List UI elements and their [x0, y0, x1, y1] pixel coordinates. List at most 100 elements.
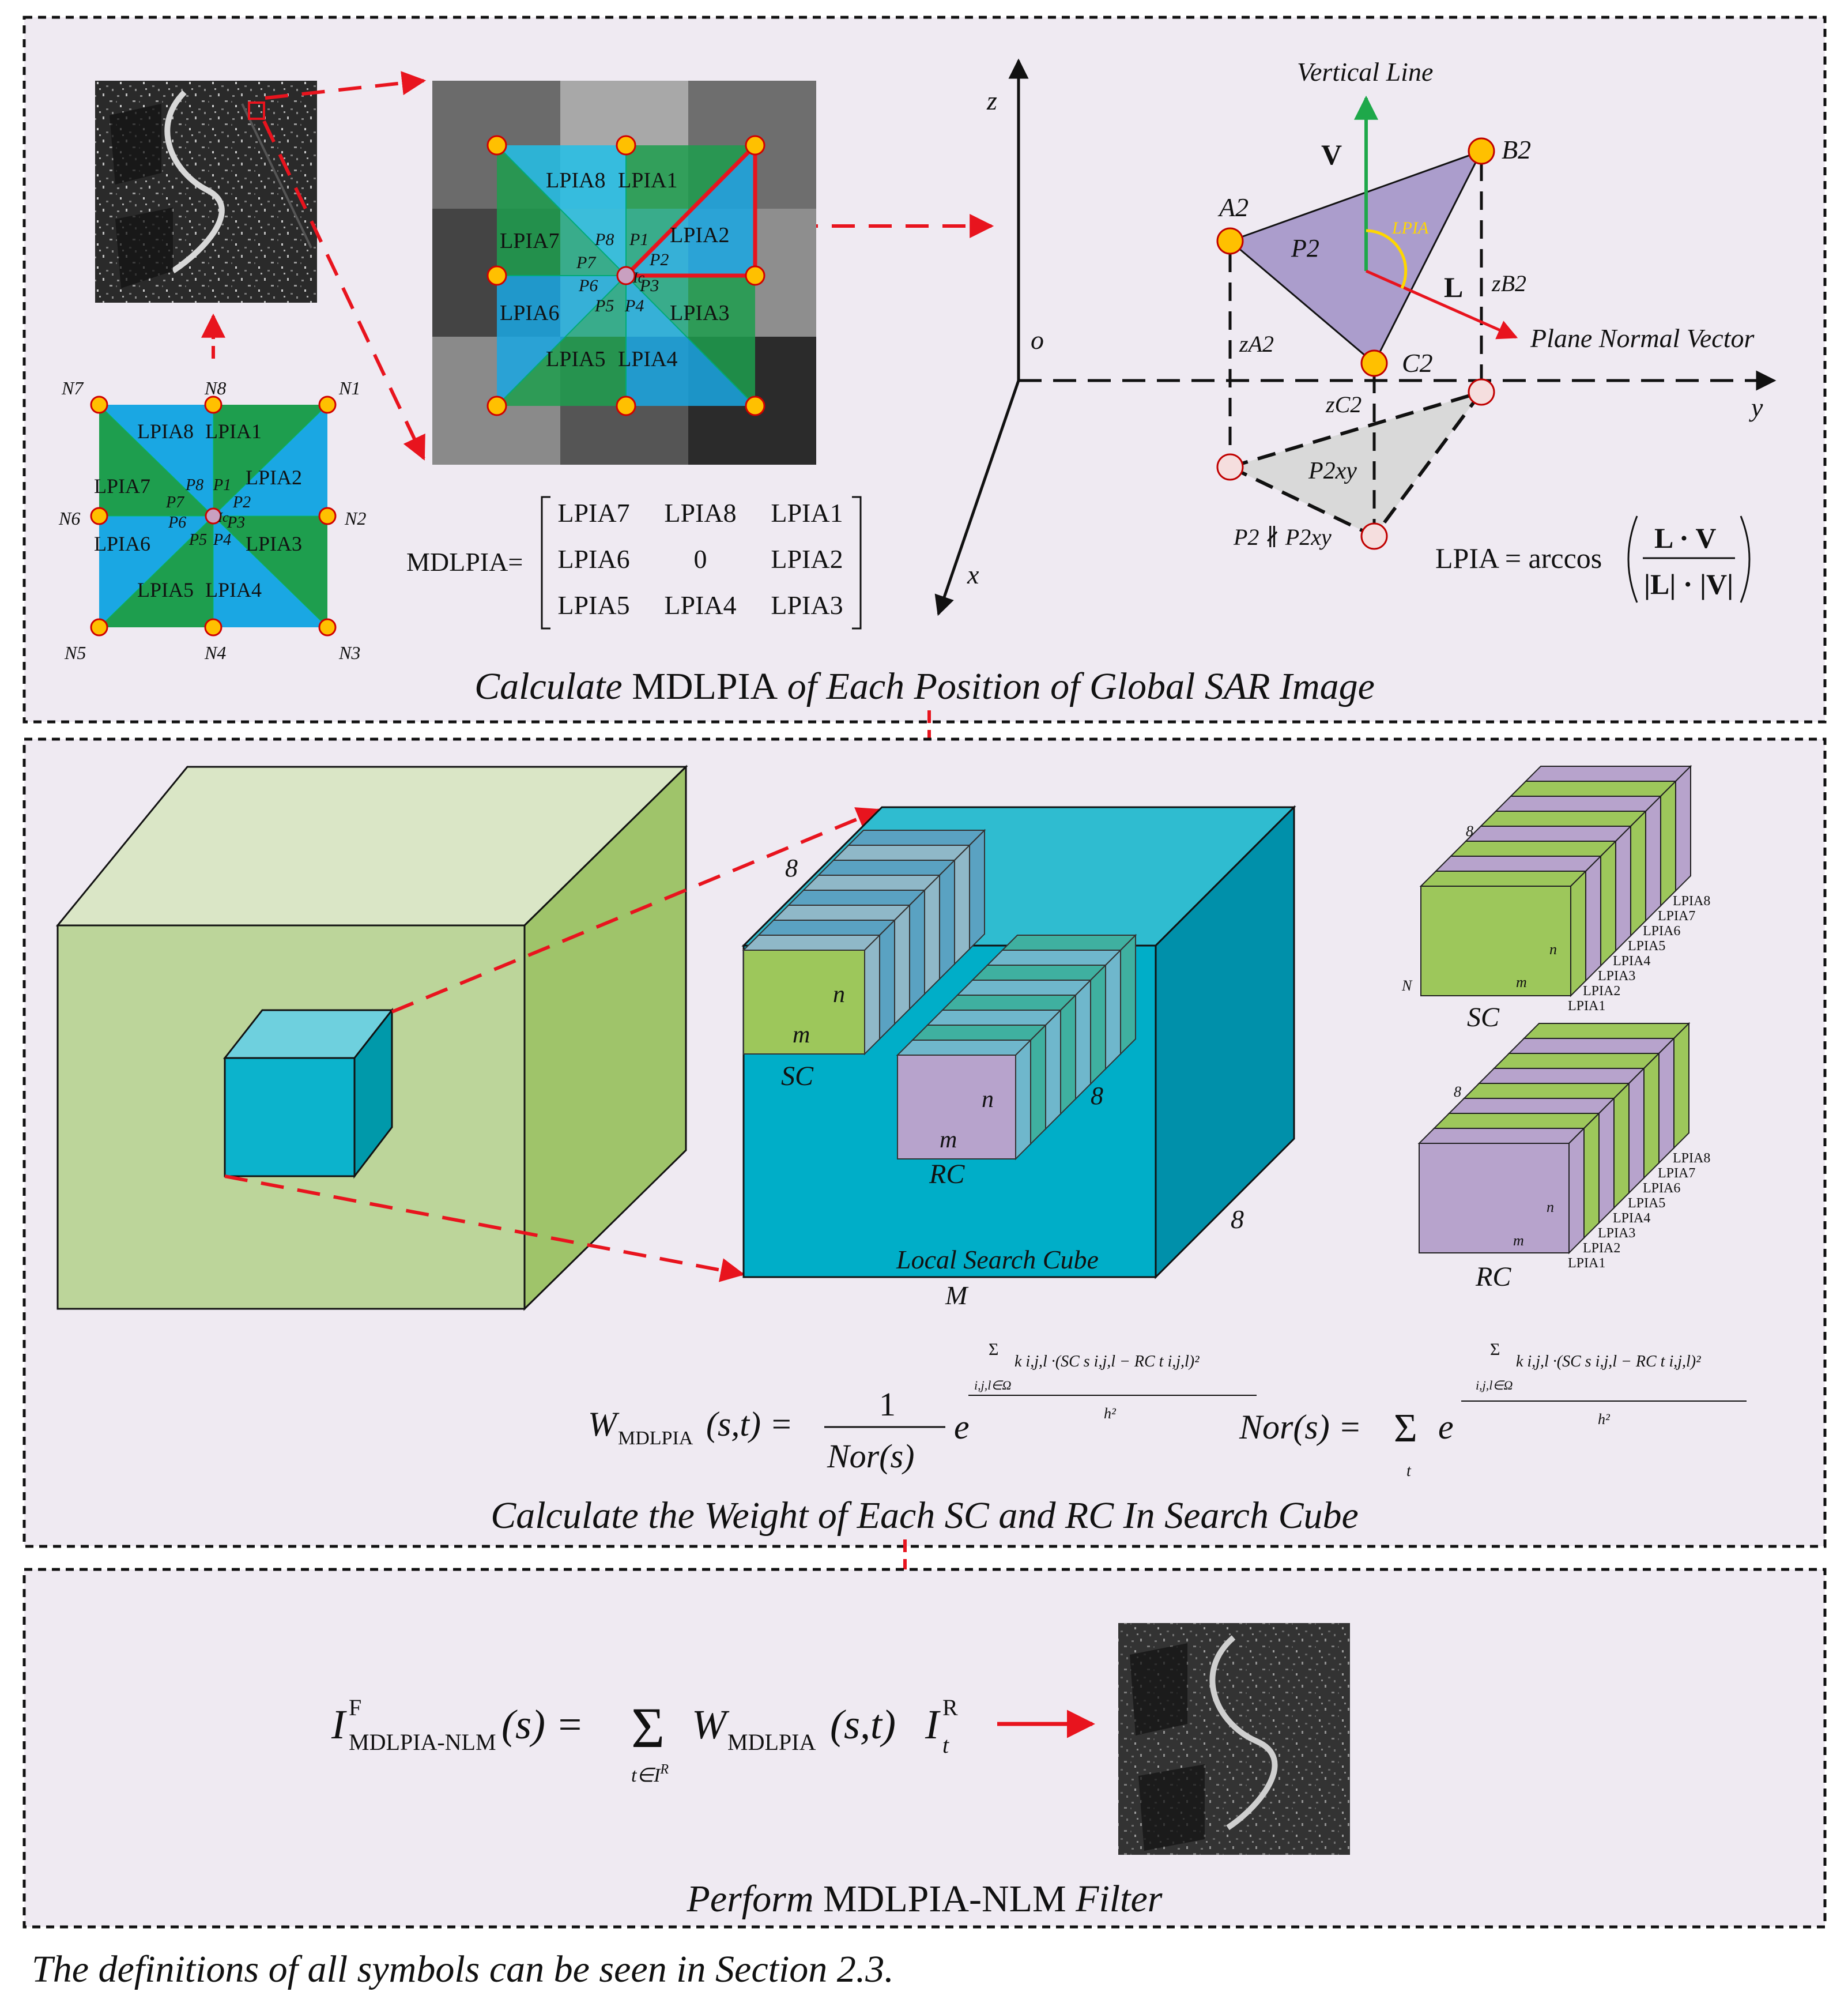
center-node	[205, 507, 222, 525]
layer-label: LPIA7	[1658, 1166, 1695, 1181]
rc-slice-stack	[896, 933, 1137, 1161]
right-rc-n-label: n	[1547, 1199, 1554, 1215]
sc-m-label: m	[793, 1022, 810, 1048]
lpia-region-label: LPIA2	[246, 466, 302, 489]
nor-lhs: Nor(s) =	[1239, 1408, 1362, 1446]
rc-depth-label: 8	[1091, 1082, 1103, 1110]
p-label: P8	[185, 476, 203, 494]
lpia-region-label: LPIA1	[205, 420, 262, 443]
lpia-region-label: LPIA7	[94, 475, 150, 498]
p-label: P2	[232, 494, 251, 511]
pixel-grid-labels: LPIA1LPIA2LPIA3LPIA4LPIA5LPIA6LPIA7LPIA8…	[500, 168, 729, 371]
vector-l-label: L	[1444, 271, 1463, 303]
right-slice-top	[1449, 841, 1617, 857]
slice-top	[802, 875, 941, 891]
angle-arc	[1366, 229, 1408, 289]
right-slice-face	[1419, 1143, 1570, 1253]
formula-W: W	[692, 1701, 730, 1748]
slice-side	[1015, 1038, 1031, 1161]
sc-slice-stack	[742, 829, 986, 1056]
grid-p-label: P2	[649, 250, 669, 269]
nor-sum: Σ	[1394, 1406, 1417, 1451]
right-slice-side	[1673, 1022, 1689, 1150]
neighbor-label: N4	[204, 642, 226, 663]
p-label: P7	[165, 494, 184, 511]
slice-top	[772, 905, 911, 921]
projection-label: P2xy	[1308, 458, 1357, 484]
right-sc-N-label: N	[1401, 977, 1413, 994]
p-label: P6	[168, 514, 186, 532]
slice-face	[897, 1055, 1016, 1159]
lpia-left-paren	[1627, 515, 1638, 603]
lpia-region-label: LPIA3	[246, 532, 302, 555]
right-slice-side	[1585, 854, 1601, 982]
formula-It-sub: t	[942, 1732, 949, 1758]
slice-side	[969, 829, 985, 951]
neighbor-node	[318, 507, 337, 525]
neighbor-node	[90, 507, 108, 525]
right-slice-side	[1630, 810, 1646, 938]
arrow-patch-to-sc	[391, 807, 881, 1014]
slice-top	[787, 890, 926, 906]
grid-node	[616, 135, 636, 156]
filtered-sar-image	[1118, 1623, 1350, 1855]
slice-side	[924, 874, 940, 996]
right-slice-top	[1417, 1128, 1586, 1144]
neighbor-label: N7	[61, 378, 84, 398]
slice-side	[1105, 948, 1121, 1071]
layer-label: LPIA5	[1628, 939, 1665, 954]
panel-filter	[22, 1568, 1827, 1929]
height-c2-label: zC2	[1325, 391, 1362, 417]
right-slice-side	[1613, 1082, 1630, 1210]
grid-lpia-label: LPIA7	[500, 229, 559, 253]
grid-p-label: P3	[639, 276, 659, 295]
lpia-right-paren	[1740, 515, 1751, 603]
layer-label: LPIA6	[1643, 924, 1680, 939]
nor-exp-h2: h²	[1598, 1411, 1611, 1428]
layer-label: LPIA8	[1673, 1151, 1710, 1166]
right-slice-top	[1524, 766, 1692, 782]
slice-face	[743, 950, 865, 1055]
footnote: The definitions of all symbols can be se…	[32, 1948, 894, 1990]
layer-label: LPIA1	[1568, 999, 1605, 1014]
layer-label: LPIA4	[1613, 1211, 1650, 1226]
slice-side	[1030, 1023, 1046, 1146]
grid-lpia-label: LPIA2	[670, 223, 729, 247]
slice-top	[956, 980, 1092, 996]
lpia-region-label: LPIA6	[94, 532, 150, 555]
right-slice-side	[1628, 1067, 1645, 1195]
weight-exp-h2: h²	[1104, 1405, 1117, 1422]
slice-side	[894, 903, 910, 1026]
matrix-cell: LPIA5	[557, 590, 629, 620]
neighborhood-nodes	[90, 396, 337, 637]
grid-p-label: P1	[629, 230, 648, 249]
slice-side	[864, 933, 880, 1056]
point-a2-label: A2	[1217, 193, 1249, 222]
normal-vector-l	[1365, 269, 1518, 340]
sc-label: SC	[781, 1061, 814, 1091]
right-slice-top	[1492, 1053, 1661, 1069]
formula-I-sub: MDLPIA-NLM	[349, 1729, 496, 1755]
formula-I: I	[331, 1701, 347, 1748]
proj-point-b2	[1468, 378, 1495, 406]
right-slice-side	[1675, 765, 1691, 893]
sar-selection-box	[248, 101, 265, 120]
grid-lpia-label: LPIA6	[500, 301, 559, 325]
grid-p-label: P4	[624, 296, 644, 315]
neighbor-node	[90, 396, 108, 414]
slice-top	[971, 965, 1107, 981]
grid-p-label: P5	[594, 296, 614, 315]
slice-side	[1090, 963, 1106, 1086]
grid-center-node	[616, 266, 636, 285]
point-b2	[1468, 137, 1495, 165]
panel1-title: Calculate MDLPIA of Each Position of Glo…	[474, 665, 1375, 707]
nor-exp-sum: Σ	[1490, 1340, 1500, 1359]
right-slice-top	[1464, 826, 1632, 842]
formula-W-sub: MDLPIA	[727, 1729, 816, 1755]
layer-label: LPIA3	[1598, 1226, 1635, 1241]
parallel-label: P2 ∦ P2xy	[1233, 524, 1332, 550]
right-sc-depth-label: 8	[1466, 823, 1473, 839]
grid-node	[486, 135, 507, 156]
right-slice-top	[1494, 796, 1662, 812]
